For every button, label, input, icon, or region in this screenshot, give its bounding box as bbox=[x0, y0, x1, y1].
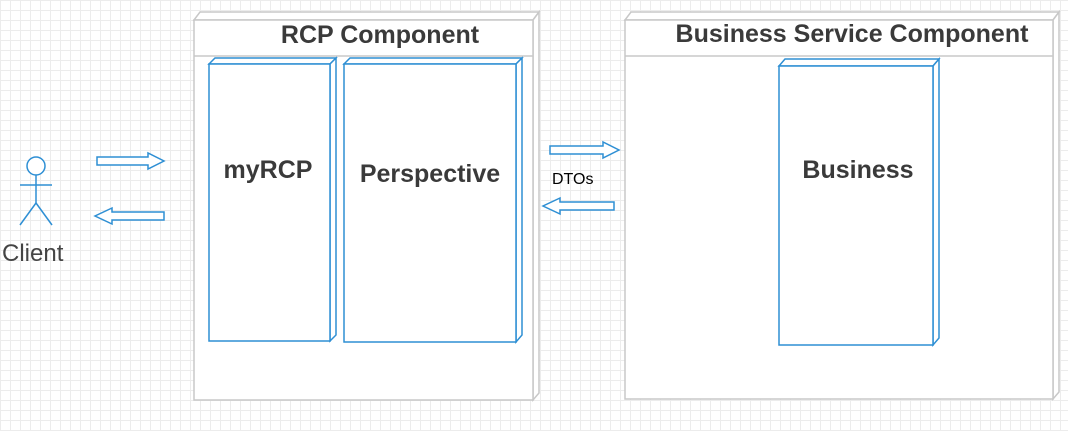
client-to-rcp-arrow-icon bbox=[96, 151, 166, 171]
business-component[interactable] bbox=[777, 56, 941, 348]
myrcp-label: myRCP bbox=[223, 156, 313, 184]
rcp-to-business-arrow-icon bbox=[549, 140, 621, 160]
perspective-component[interactable] bbox=[342, 56, 524, 345]
myrcp-component[interactable] bbox=[207, 56, 338, 343]
perspective-label: Perspective bbox=[359, 160, 501, 188]
business-label: Business bbox=[802, 156, 914, 184]
business-service-component-title: Business Service Component bbox=[675, 20, 1029, 48]
client-label: Client bbox=[2, 240, 64, 267]
client-actor-icon[interactable] bbox=[19, 156, 53, 226]
dtos-connector-label: DTOs bbox=[552, 171, 594, 188]
rcp-component-title: RCP Component bbox=[280, 21, 480, 49]
rcp-to-client-arrow-icon bbox=[93, 206, 165, 226]
business-to-rcp-arrow-icon bbox=[541, 196, 615, 216]
